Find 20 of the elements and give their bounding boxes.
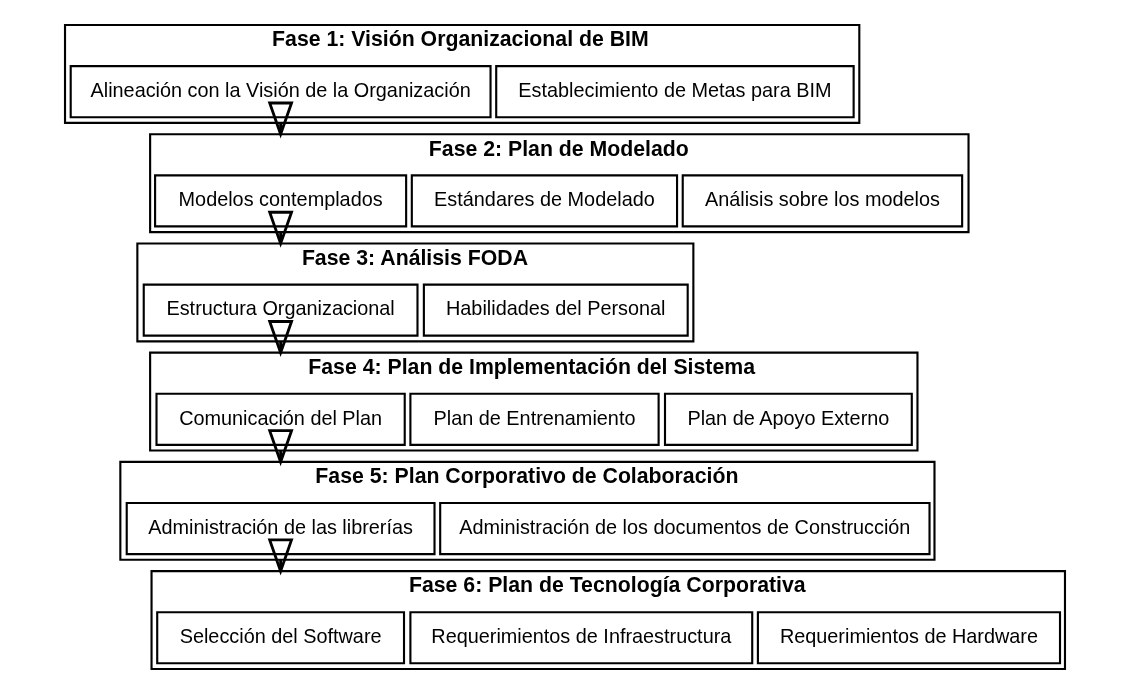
node-box: Comunicación del Plan (155, 392, 406, 446)
node-box: Análisis sobre los modelos (681, 174, 964, 228)
arrow (267, 538, 294, 576)
node-box: Selección del Software (156, 611, 406, 665)
node-box: Administración de los documentos de Construcción (439, 501, 931, 556)
node-box: Plan de Apoyo Externo (663, 392, 913, 446)
node-box: Establecimiento de Metas para BIM (495, 65, 855, 119)
node-box: Alineación con la Visión de la Organización (69, 65, 492, 119)
arrow (267, 210, 294, 248)
node-box: Plan de Entrenamiento (409, 392, 660, 446)
node-box: Administración de las librerías (125, 501, 436, 556)
node-box: Habilidades del Personal (422, 283, 689, 337)
node-box: Requerimientos de Infraestructura (409, 611, 754, 665)
node-box: Estándares de Modelado (410, 174, 679, 228)
arrow (267, 429, 294, 467)
node-box: Estructura Organizacional (142, 283, 419, 337)
arrow (267, 101, 294, 139)
node-box: Modelos contemplados (154, 174, 408, 228)
arrow (267, 320, 294, 357)
node-box: Requerimientos de Hardware (756, 611, 1062, 665)
